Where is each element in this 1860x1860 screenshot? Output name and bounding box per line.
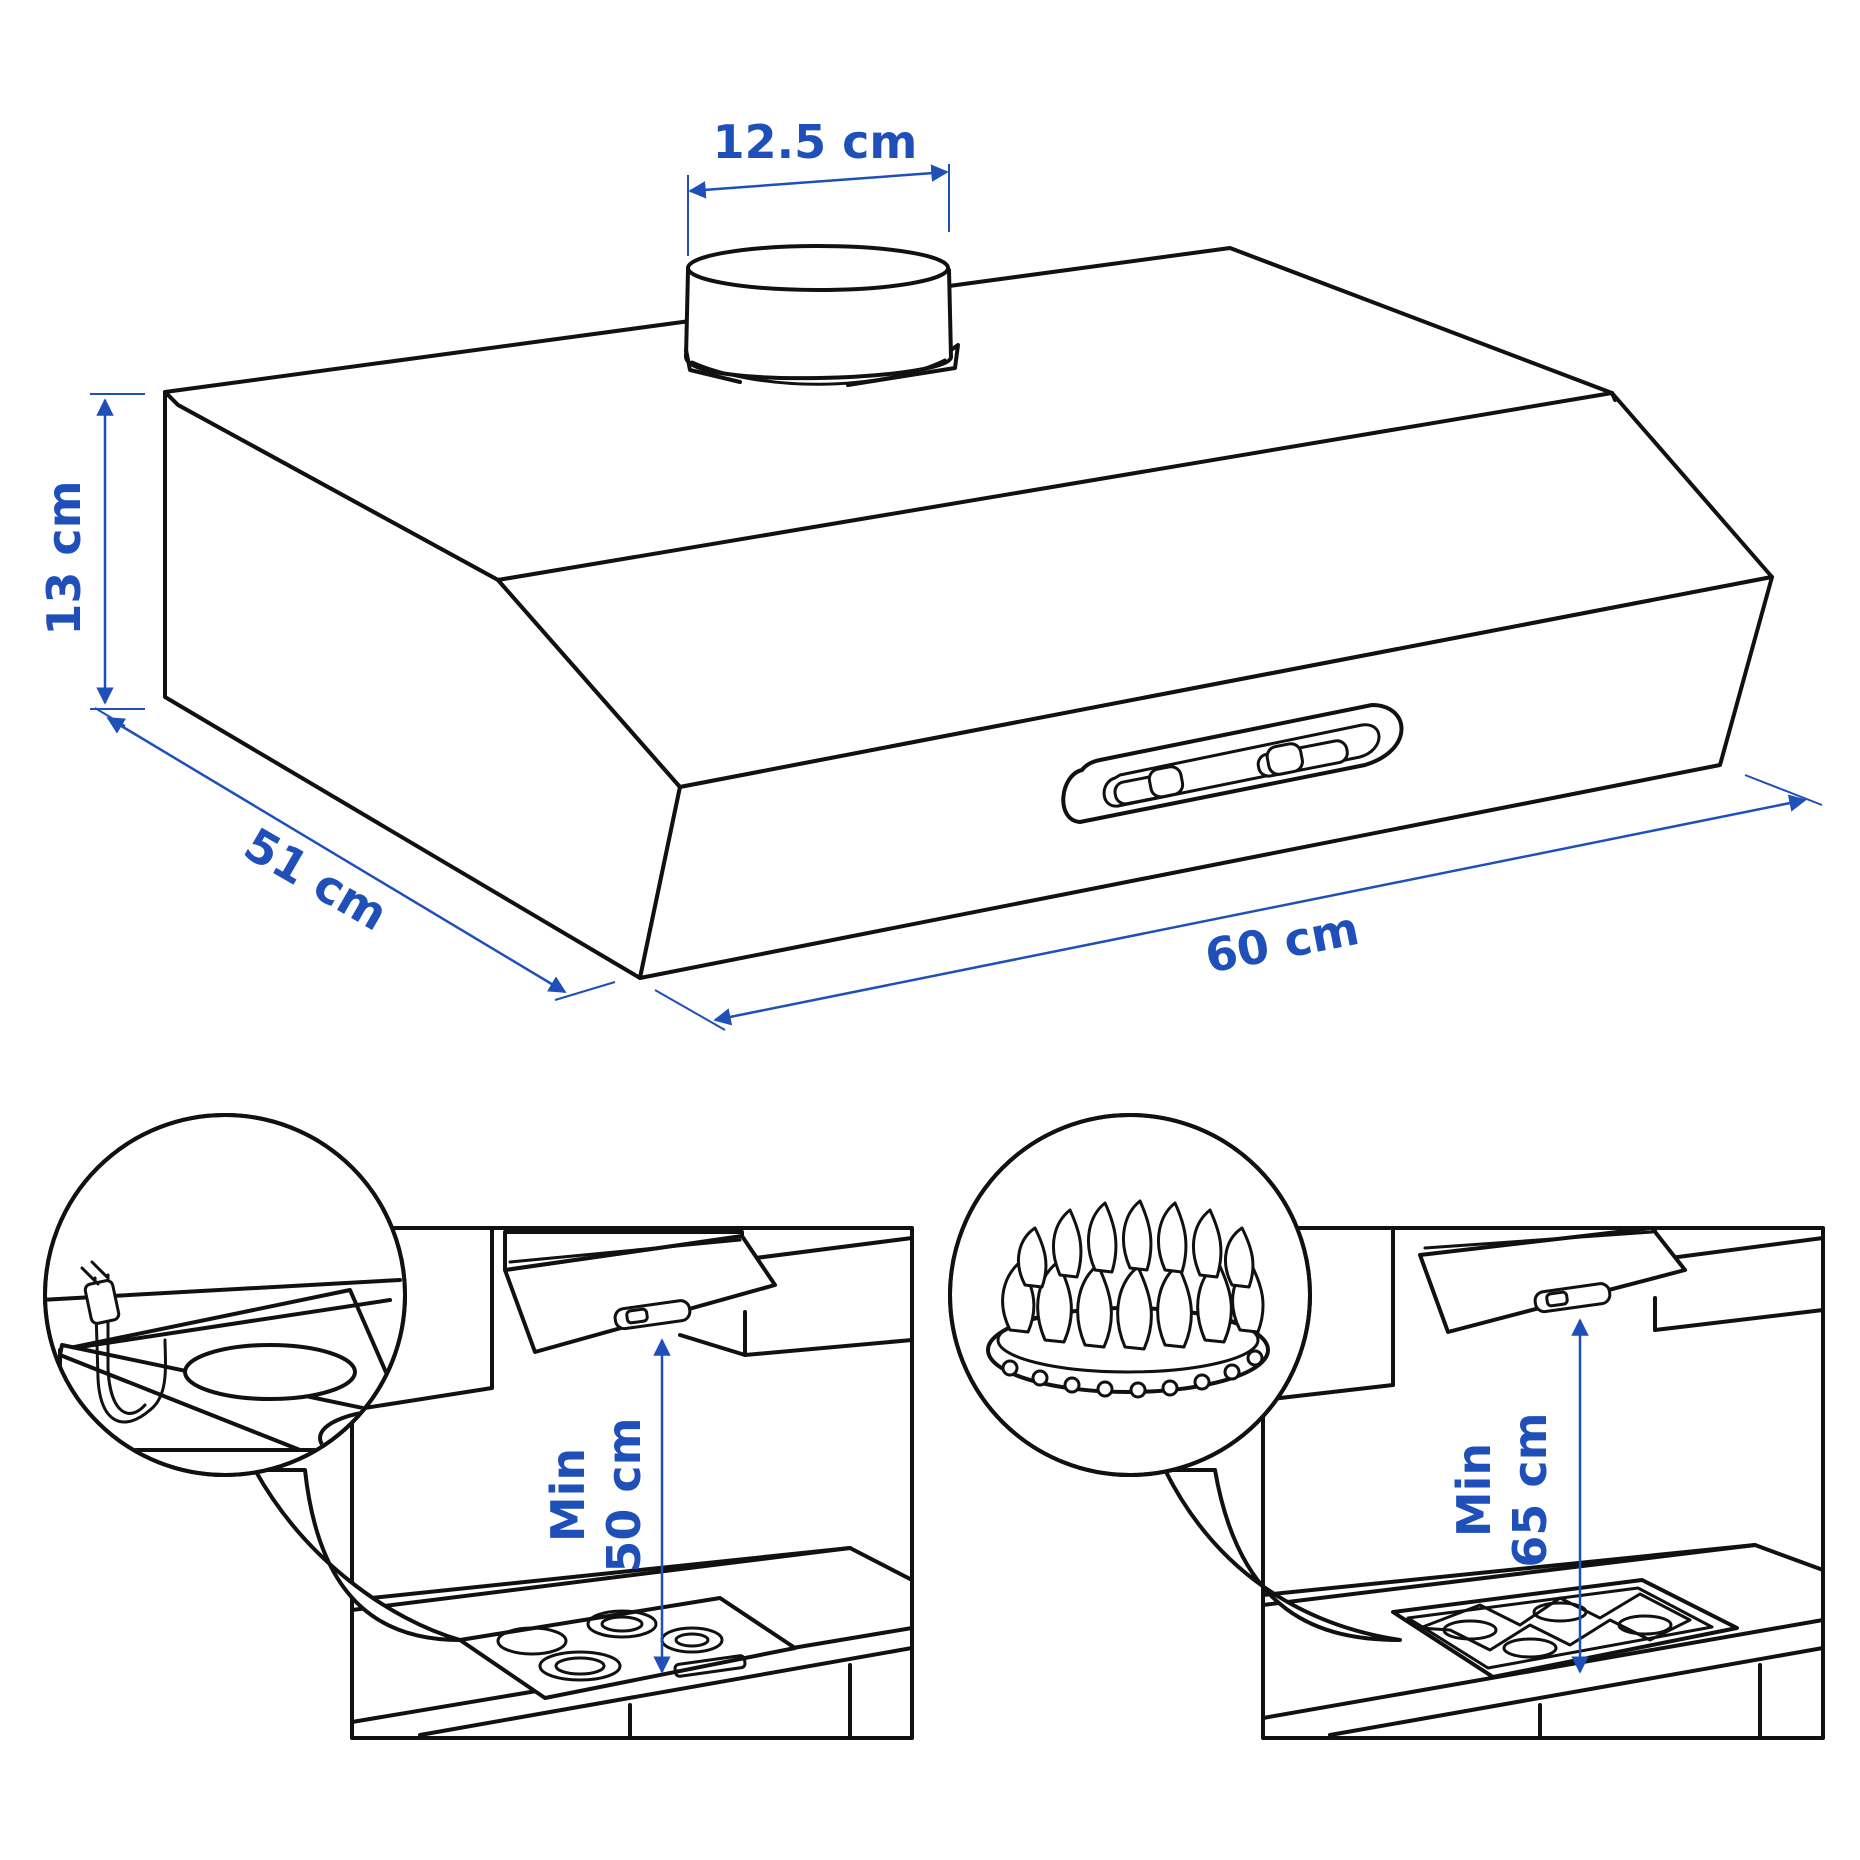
gas-hob-scene: Min 65 cm [948, 1113, 1825, 1740]
electric-hob-scene: Min 50 cm [43, 1113, 914, 1740]
electric-scene-hood [503, 1230, 914, 1357]
gas-clearance-value: 65 cm [1503, 1412, 1557, 1567]
gas-scene-hood [1418, 1226, 1825, 1334]
electric-hob-icon [458, 1596, 797, 1700]
duct-collar [684, 244, 960, 387]
electric-min-label: Min [541, 1448, 595, 1542]
dim-duct-diameter: 12.5 cm [687, 115, 950, 256]
height-label: 13 cm [37, 480, 91, 635]
gas-detail-callout [948, 1113, 1402, 1642]
depth-label: 51 cm [235, 817, 396, 941]
width-label: 60 cm [1201, 901, 1364, 984]
gas-min-label: Min [1447, 1443, 1501, 1537]
hood-main-drawing [163, 244, 1774, 980]
duct-diameter-label: 12.5 cm [713, 115, 918, 169]
gas-hob-icon [1391, 1578, 1739, 1679]
power-plug-icon [80, 1260, 168, 1424]
gas-burner-flame-icon [986, 1199, 1270, 1399]
dim-height: 13 cm [37, 393, 145, 710]
electric-clearance-value: 50 cm [597, 1417, 651, 1572]
